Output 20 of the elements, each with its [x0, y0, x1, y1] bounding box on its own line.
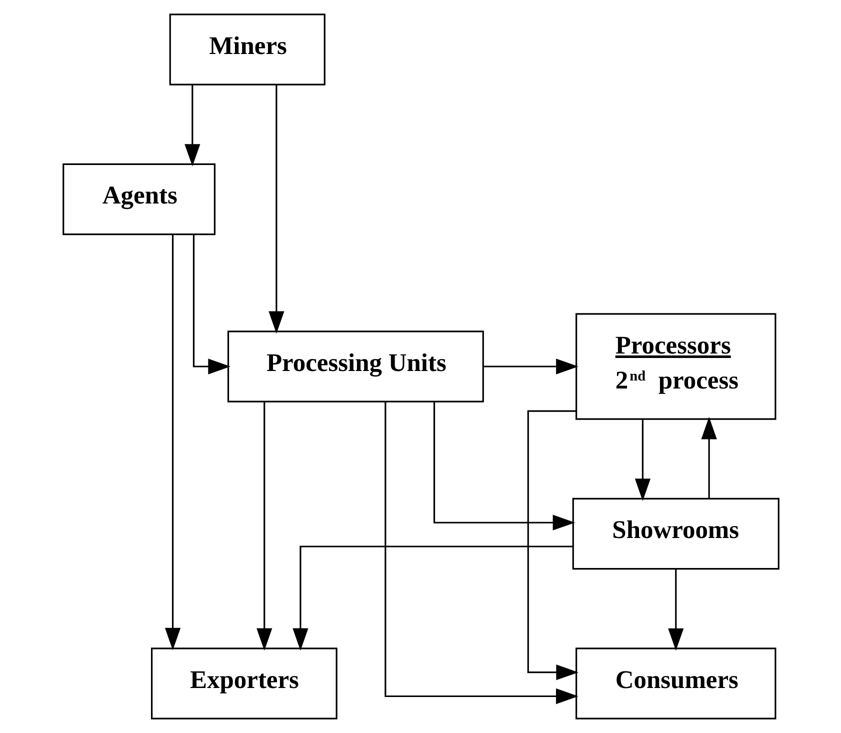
arrow: [634, 419, 650, 501]
arrow: [268, 84, 284, 334]
node-box: Consumers: [575, 648, 776, 720]
arrow: [192, 234, 230, 374]
node-box: Showrooms: [572, 498, 779, 570]
arrow: [526, 410, 578, 680]
arrow: [256, 402, 272, 651]
node-box: Agents: [62, 163, 215, 236]
node-box: Processing Units: [226, 330, 484, 402]
arrow: [184, 84, 200, 166]
arrow: [292, 546, 572, 651]
arrow: [164, 234, 180, 650]
arrow: [700, 416, 716, 499]
arrow: [432, 402, 575, 530]
arrow: [482, 358, 578, 374]
arrow: [384, 402, 578, 704]
node-box: Miners: [168, 14, 325, 86]
node-box: Exporters: [150, 648, 337, 720]
arrow: [668, 569, 684, 651]
node-box: Processors 2$^{nd}$ process: [575, 313, 776, 420]
